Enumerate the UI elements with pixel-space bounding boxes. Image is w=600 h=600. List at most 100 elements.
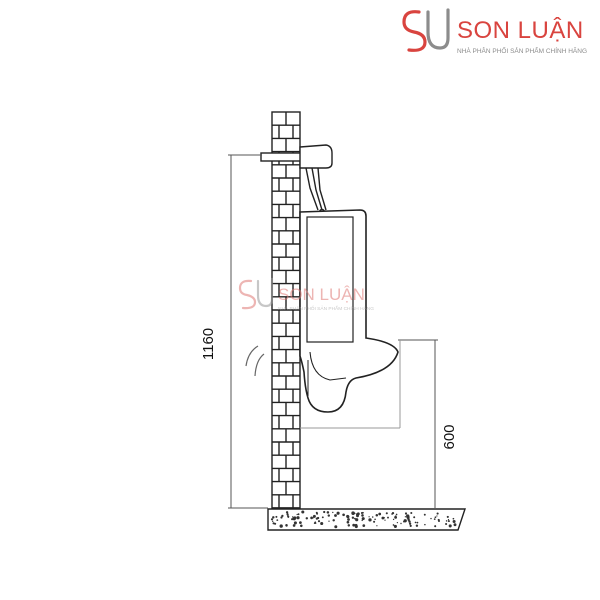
gravel-dot — [434, 516, 437, 519]
gravel-dot — [433, 518, 436, 520]
gravel-dot — [373, 520, 376, 523]
watermark-brand-name: SON LUẬN — [278, 285, 365, 304]
gravel-dot — [291, 518, 294, 521]
flush-valve — [260, 144, 333, 216]
gravel-dot — [375, 513, 379, 517]
gravel-dot — [300, 524, 303, 528]
drain-pipe — [245, 345, 265, 377]
gravel-dot — [356, 514, 359, 518]
gravel-dot — [297, 513, 300, 516]
gravel-dot — [299, 521, 302, 524]
gravel-dot — [423, 513, 426, 516]
gravel-dot — [378, 512, 382, 516]
gravel-dot — [408, 522, 412, 525]
gravel-dot — [351, 511, 355, 515]
gravel-dot — [312, 514, 316, 518]
gravel-dot — [281, 514, 284, 518]
gravel-dot — [287, 516, 290, 518]
gravel-dot — [381, 516, 385, 520]
gravel-dot — [332, 519, 335, 522]
gravel-dot — [413, 516, 416, 519]
gravel-dot — [395, 513, 398, 516]
gravel-dot — [392, 524, 395, 526]
gravel-dot — [430, 517, 432, 520]
gravel-dot — [394, 515, 398, 519]
gravel-dot — [361, 519, 363, 522]
gravel-dot — [293, 521, 297, 525]
gravel-dot — [327, 514, 330, 517]
gravel-dot — [396, 521, 399, 524]
gravel-dot — [393, 524, 397, 528]
gravel-dot — [347, 518, 350, 521]
gravel-dot — [446, 515, 449, 518]
gravel-dot — [332, 511, 334, 514]
dimension-rim-height-label: 600 — [441, 424, 458, 449]
gravel-dot — [274, 522, 277, 525]
gravel-dot — [352, 523, 356, 527]
gravel-dot — [436, 512, 439, 515]
gravel-dot — [326, 511, 330, 514]
gravel-dot — [321, 516, 324, 519]
brand-name: SON LUẬN — [457, 17, 584, 44]
gravel-dot — [453, 523, 457, 527]
gravel-dot — [434, 525, 437, 528]
gravel-dot — [416, 521, 419, 524]
logo-mark-icon — [402, 8, 450, 52]
urinal — [299, 209, 399, 413]
gravel-dot — [296, 513, 298, 516]
gravel-dot — [403, 519, 407, 523]
gravel-dot — [360, 512, 363, 514]
gravel-dot — [317, 520, 321, 523]
gravel-dot — [410, 511, 413, 515]
gravel-dot — [312, 517, 314, 519]
gravel-dot — [400, 522, 402, 525]
gravel-dot — [293, 516, 297, 520]
gravel-dot — [342, 513, 345, 517]
gravel-dot — [374, 518, 376, 521]
gravel-dot — [347, 524, 351, 527]
gravel-dot — [392, 518, 395, 521]
gravel-dot — [296, 516, 300, 520]
brand-tagline: NHÀ PHÂN PHỐI SẢN PHẨM CHÍNH HÃNG — [457, 45, 587, 55]
gravel-dot — [310, 516, 313, 520]
gravel-dot — [301, 510, 305, 514]
gravel-dot — [453, 521, 455, 523]
gravel-dot — [336, 511, 340, 515]
gravel-dot — [285, 525, 288, 527]
gravel-dot — [362, 524, 366, 527]
gravel-dot — [351, 516, 355, 519]
gravel-dot — [276, 519, 279, 522]
gravel-dot — [355, 518, 359, 522]
gravel-dot — [334, 514, 337, 517]
gravel-dot — [376, 525, 378, 527]
gravel-dot — [361, 514, 364, 517]
brand-logo: SON LUẬN NHÀ PHÂN PHỐI SẢN PHẨM CHÍNH HÃ… — [402, 8, 587, 55]
gravel-dot — [414, 521, 417, 524]
gravel-dot — [305, 517, 309, 520]
gravel-dot — [313, 522, 316, 525]
watermark-logo-icon — [238, 277, 274, 310]
gravel-dot — [371, 516, 374, 518]
gravel-dot — [270, 518, 274, 521]
gravel-dot — [445, 522, 448, 526]
gravel-dot — [292, 524, 296, 527]
gravel-dot — [275, 515, 278, 518]
gravel-dot — [328, 520, 330, 522]
gravel-dot — [354, 524, 358, 529]
watermark-tagline: NHÀ PHÂN PHỐI SẢN PHẨM CHÍNH HÃNG — [278, 305, 374, 312]
gravel-dot — [415, 524, 419, 527]
gravel-dot — [355, 524, 358, 526]
gravel-dot — [447, 520, 450, 523]
gravel-dot — [384, 519, 386, 521]
gravel-dot — [346, 520, 350, 524]
dimension-lines — [228, 154, 438, 509]
floor-slab — [267, 508, 466, 531]
gravel-dot — [368, 518, 372, 522]
gravel-dot — [391, 513, 393, 515]
gravel-dot — [437, 519, 441, 523]
gravel-dot — [404, 516, 407, 518]
gravel-dot — [447, 519, 450, 521]
gravel-dot — [387, 516, 389, 519]
gravel-dot — [404, 512, 408, 515]
